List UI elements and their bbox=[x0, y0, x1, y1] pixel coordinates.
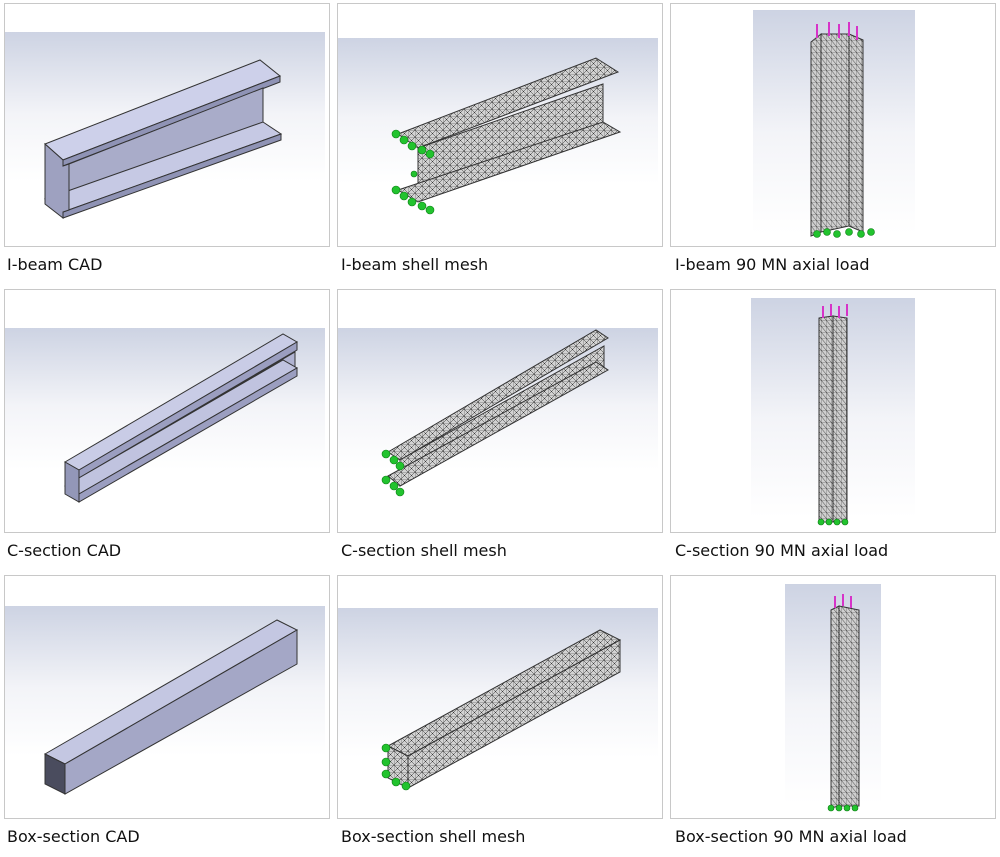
panel-box-section-cad bbox=[4, 575, 330, 819]
panel-box-section-shell-mesh bbox=[337, 575, 663, 819]
panel-i-beam-axial-load bbox=[670, 3, 996, 247]
panel-caption: I-beam CAD bbox=[7, 255, 103, 274]
panel-caption: Box-section 90 MN axial load bbox=[675, 827, 907, 846]
fixture-icon bbox=[813, 228, 875, 238]
fixture-icon bbox=[817, 518, 849, 526]
c-section-axial-load-image bbox=[751, 298, 915, 526]
panel-caption: C-section shell mesh bbox=[341, 541, 507, 560]
load-arrow-icon bbox=[822, 304, 848, 318]
panel-caption: I-beam 90 MN axial load bbox=[675, 255, 870, 274]
i-beam-cad-image bbox=[5, 32, 325, 220]
fixture-icon bbox=[391, 129, 435, 215]
panel-caption: I-beam shell mesh bbox=[341, 255, 489, 274]
box-section-axial-load-image bbox=[785, 584, 881, 812]
panel-box-section-axial-load bbox=[670, 575, 996, 819]
panel-c-section-cad bbox=[4, 289, 330, 533]
load-arrow-icon bbox=[816, 22, 858, 40]
load-arrow-icon bbox=[834, 594, 852, 608]
panel-i-beam-shell-mesh bbox=[337, 3, 663, 247]
fixture-icon bbox=[381, 449, 405, 497]
box-section-shell-mesh-image bbox=[338, 608, 658, 791]
panel-i-beam-cad bbox=[4, 3, 330, 247]
panel-c-section-axial-load bbox=[670, 289, 996, 533]
panel-c-section-shell-mesh bbox=[337, 289, 663, 533]
c-section-cad-image bbox=[5, 328, 325, 503]
panel-caption: Box-section shell mesh bbox=[341, 827, 526, 846]
c-section-shell-mesh-image bbox=[338, 328, 658, 497]
i-beam-axial-load-image bbox=[753, 10, 915, 238]
box-section-cad-image bbox=[5, 606, 325, 795]
panel-caption: C-section CAD bbox=[7, 541, 122, 560]
panel-caption: Box-section CAD bbox=[7, 827, 140, 846]
fixture-icon bbox=[827, 804, 859, 812]
fixture-icon bbox=[381, 743, 411, 791]
panel-caption: C-section 90 MN axial load bbox=[675, 541, 889, 560]
i-beam-shell-mesh-image bbox=[338, 38, 658, 215]
